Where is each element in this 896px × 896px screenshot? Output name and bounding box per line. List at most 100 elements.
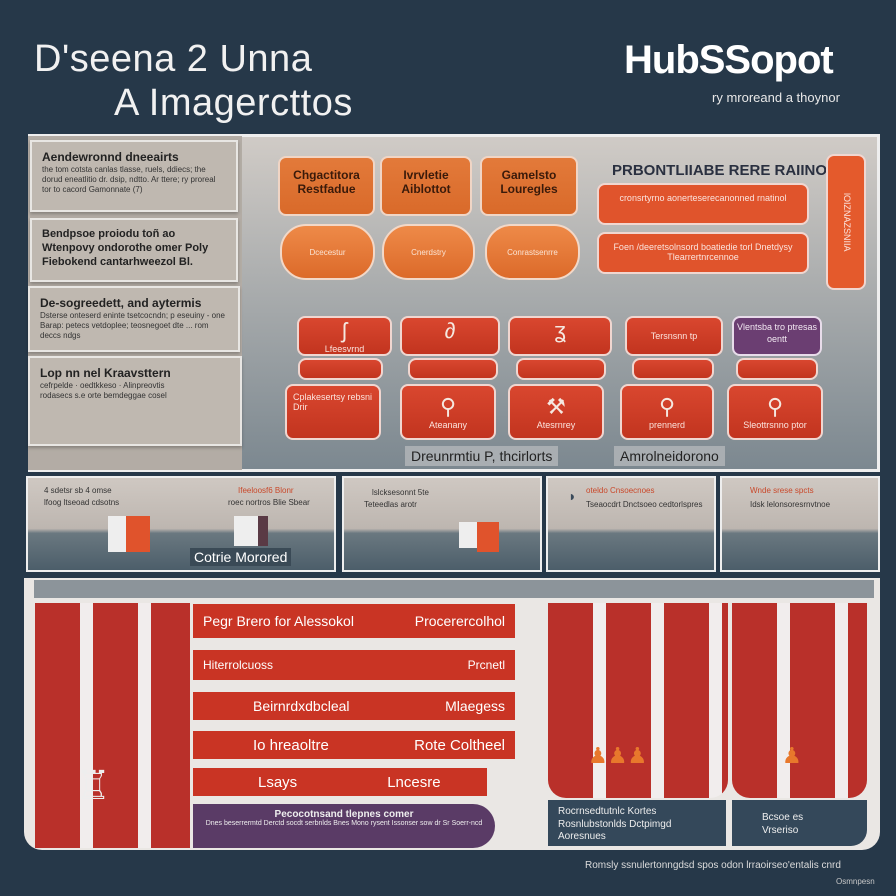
red-card-bottom-2: ⚲Ateanany	[400, 384, 496, 440]
people-icon: ♟♟♟	[588, 743, 648, 768]
strip-text: roec nortros Blie Sbear	[228, 498, 310, 507]
info-box-body: cefrpelde · oedtkkeso · Alinpreovtis	[40, 381, 165, 390]
bar-left-label: Beirnrdxdbcleal	[253, 698, 350, 714]
right-striped-panel-1: ♟♟♟	[548, 603, 728, 798]
bar-right-label: Rote Coltheel	[414, 736, 505, 754]
logo-subtitle: ry mroreand a thoynor	[712, 90, 840, 105]
orange-oval-2: Cnerdstry	[382, 224, 475, 280]
right-striped-panel-2: ♟	[732, 603, 867, 798]
red-card-bottom-3: ⚒Atesrnrey	[508, 384, 604, 440]
red-strip-4	[632, 358, 714, 380]
strip-text: lfoog ltseoad cdsotns	[44, 498, 120, 507]
red-card-top-2: ∂	[400, 316, 500, 356]
hook-icon: ʃ	[342, 318, 347, 343]
person-icon: ♟	[782, 743, 802, 768]
info-box-2: Bendpsoe proiodu toñ ao Wtenpovy ondorot…	[30, 218, 238, 282]
bar-left-label: Hiterrolcuoss	[203, 658, 274, 672]
title-line-2: A Imagercttos	[114, 82, 353, 124]
strip-text: Wnde srese spcts	[750, 486, 814, 495]
footer-line-2: Osmnpesn	[836, 877, 875, 886]
bar-block	[126, 516, 150, 552]
bar-block	[258, 516, 268, 546]
bar-row-1: Pegr Brero for Alessokol Procerercolhol	[193, 604, 515, 638]
caption-2: Amrolneidorono	[614, 446, 725, 466]
red-card-bottom-1: Cplakesertsy rebsni Drir	[285, 384, 381, 440]
left-striped-panel: ♖	[35, 603, 190, 848]
right-caption-2: Bcsoe es Vrseriso	[732, 800, 867, 846]
bar-left-label: Io hreaoltre	[253, 736, 329, 754]
bar-row-4: Io hreaoltre Rote Coltheel	[193, 731, 515, 759]
orange-oval-1: Dcecestur	[280, 224, 375, 280]
bar-right-label: Lncesre	[387, 773, 441, 791]
priority-heading: PRBONTLIIABE RERE RAIINO	[612, 162, 828, 179]
strip-text: Ifeeloosf6 Blonr	[238, 486, 294, 495]
strip-panel-4: Wnde srese spcts Idsk lelonsoresrnvtnoe	[720, 476, 880, 572]
right-caption-1: Rocrnsedtutnlc Kortes Rosnlubstonlds Dct…	[548, 800, 726, 846]
strip-text: lslcksesonnt 5te	[372, 488, 429, 497]
zigzag-icon: ʓ	[554, 318, 566, 343]
orange-card-2: Ivrvletie Aiblottot	[380, 156, 472, 216]
bar-row-2: Hiterrolcuoss Prcnetl	[193, 650, 515, 680]
bar-row-3: Beirnrdxdbcleal Mlaegess	[193, 692, 515, 720]
red-card-top-4: Tersnsnn tp	[625, 316, 723, 356]
bar-right-label: Prcnetl	[467, 658, 505, 672]
spoon-icon: ⚲	[766, 394, 784, 419]
bar-block	[108, 516, 126, 552]
strip-panel-2: lslcksesonnt 5te Teteedlas arotr	[342, 476, 542, 572]
purple-card: Vlentsba tro ptresas oentt	[732, 316, 822, 356]
red-strip-5	[736, 358, 818, 380]
red-strip-2	[408, 358, 498, 380]
figure-icon: ♖	[75, 764, 111, 808]
strip-text: Teteedlas arotr	[364, 500, 417, 509]
orange-card-3: Gamelsto Louregles	[480, 156, 578, 216]
wrench-icon: ⚲	[439, 394, 457, 419]
priority-bar-2: Foen /deeretsolnsord boatiedie torl Dnet…	[597, 232, 809, 274]
bar-row-5: Lsays Lncesre	[193, 768, 487, 796]
bar-left-label: Pegr Brero for Alessokol	[203, 613, 354, 629]
red-card-top-3: ʓ	[508, 316, 612, 356]
bar-left-label: Lsays	[258, 773, 298, 791]
strip-caption: Cotrie Morored	[190, 548, 292, 566]
strip-text: Idsk lelonsoresrnvtnoe	[750, 500, 831, 509]
red-card-bottom-5: ⚲Sleottrsnno ptor	[727, 384, 823, 440]
summary-body: Dnes beserrermtd Derctd socdt serbnlds B…	[205, 820, 483, 827]
strip-text: oteldo Cnsoecnoes	[586, 486, 655, 495]
summary-title: Pecocotnsand tlepnes comer	[274, 809, 414, 820]
red-strip-3	[516, 358, 606, 380]
bottom-header-bar	[34, 580, 874, 598]
hook-icon: ∂	[444, 318, 456, 343]
priority-bar-1: cronsrtyrno aonerteserecanonned rnatinol	[597, 183, 809, 225]
orange-oval-3: Conrastsenrre	[485, 224, 580, 280]
spoon-icon: ⚲	[658, 394, 676, 419]
info-box-body: the tom cotsta canlas tlasse, ruels, ddi…	[42, 165, 216, 194]
bar-right-label: Mlaegess	[445, 698, 505, 714]
red-card-bottom-4: ⚲prennerd	[620, 384, 714, 440]
bar-block	[477, 522, 499, 552]
strip-text: 4 sdetsr sb 4 omse	[44, 486, 112, 495]
strip-panel-3: ◗ oteldo Cnsoecnoes Tseaocdrt Dnctsoeo c…	[546, 476, 716, 572]
red-strip-1	[298, 358, 383, 380]
orange-card-1: Chgactitora Restfadue	[278, 156, 375, 216]
priority-side-tab: lOIZNAZSNIIA	[826, 154, 866, 290]
info-box-title: Lop nn nel Kraavsttern	[40, 366, 171, 380]
info-box-body: Dsterse onteserd eninte tsetcocndn; p es…	[40, 311, 225, 340]
info-box-title: Bendpsoe proiodu toñ ao Wtenpovy ondorot…	[42, 228, 209, 268]
brand-logo: HubSSopot	[624, 38, 834, 82]
footer-line-1: Romsly ssnulertonngdsd spos odon lrraoir…	[585, 860, 841, 871]
caption-1: Dreunrmtiu P, thcirlorts	[405, 446, 559, 466]
strip-panel-1: 4 sdetsr sb 4 omse lfoog ltseoad cdsotns…	[26, 476, 336, 572]
bar-block	[459, 522, 477, 548]
info-box-footer: rodasecs s.e orte bemdeggae cosel	[40, 391, 167, 400]
shield-icon: ◗	[568, 488, 577, 504]
info-box-title: De-sogreedett, and aytermis	[40, 296, 202, 310]
strip-text: Tseaocdrt Dnctsoeo cedtorlspres	[586, 500, 703, 509]
bar-right-label: Procerercolhol	[414, 613, 505, 629]
info-box-title: Aendewronnd dneeairts	[42, 150, 179, 164]
hammer-icon: ⚒	[546, 394, 566, 419]
bar-block	[234, 516, 258, 546]
